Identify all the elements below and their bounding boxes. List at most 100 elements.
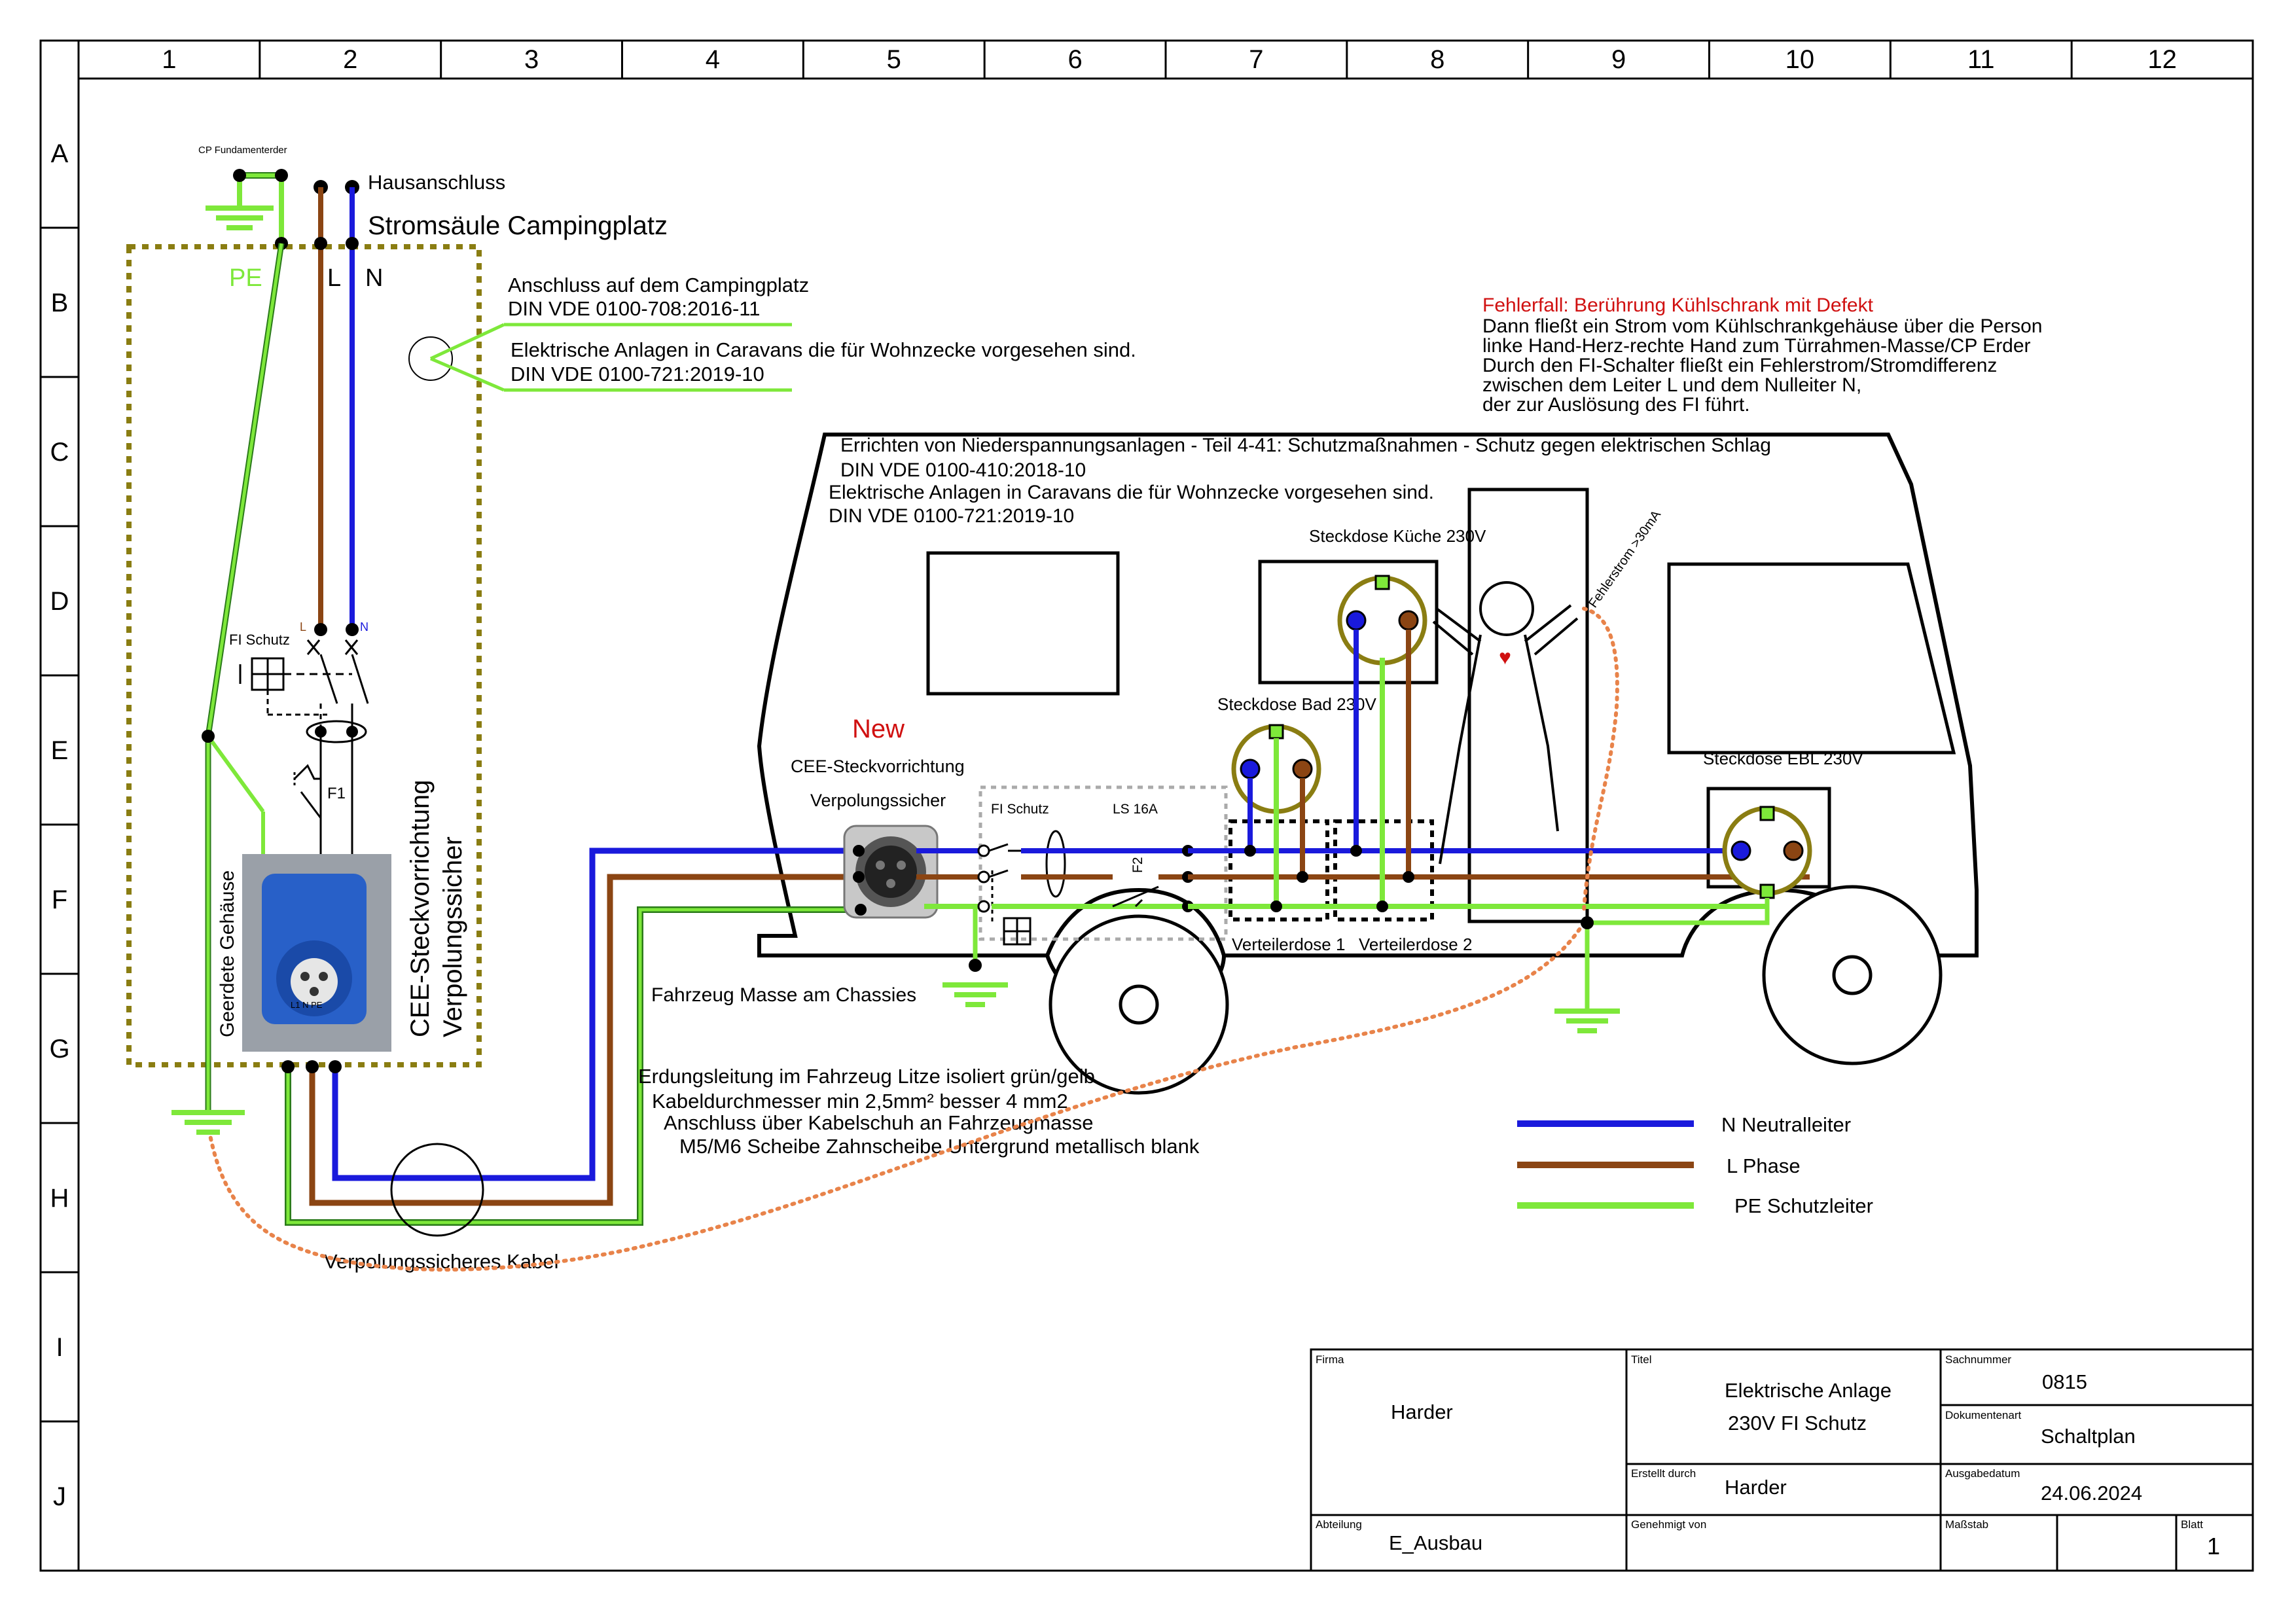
- vehicle-fi-breaker: [977, 830, 1100, 946]
- column-label-4: 4: [706, 45, 720, 74]
- row-label-J: J: [53, 1482, 66, 1511]
- cee-label-2: Verpolungssicher: [439, 836, 467, 1037]
- sachnummer-value: 0815: [2042, 1370, 2087, 1393]
- heart-icon: ♥: [1499, 645, 1511, 669]
- title-block: [1310, 1348, 2254, 1572]
- grounding-note-2: Kabeldurchmesser min 2,5mm² besser 4 mm2: [652, 1090, 1068, 1113]
- genehmigt-label: Genehmigt von: [1631, 1518, 1706, 1531]
- grounded-housing-label: Geerdete Gehäuse: [217, 870, 238, 1037]
- caravan-norm-line-2: DIN VDE 0100-721:2019-10: [511, 363, 764, 385]
- fault-line-4: zwischen dem Leiter L und dem Nulleiter …: [1482, 374, 1861, 396]
- row-label-E: E: [51, 736, 69, 765]
- column-label-2: 2: [343, 45, 357, 74]
- fault-path: [207, 607, 1619, 1272]
- rear-wheel: [1762, 885, 1943, 1065]
- legend-phase-label: L Phase: [1727, 1154, 1801, 1177]
- protection-norm-line-2: DIN VDE 0100-410:2018-10: [840, 459, 1086, 481]
- junction-2-label: Verteilerdose 2: [1359, 935, 1472, 954]
- titel-value-2: 230V FI Schutz: [1728, 1412, 1867, 1435]
- vehicle-grounds: Fahrzeug Masse am Chassies: [651, 898, 1770, 1033]
- refrigerator: [1258, 560, 1439, 685]
- abteilung-value: E_Ausbau: [1389, 1531, 1482, 1554]
- terminal-l-label: L: [300, 620, 306, 633]
- erstellt-label: Erstellt durch: [1631, 1467, 1696, 1480]
- cable-phase-wire: [309, 874, 859, 1206]
- pillar-boundary: [126, 244, 482, 1067]
- cee-socket-photo: L1 N PE: [242, 854, 391, 1052]
- campsite-norm-line-2: DIN VDE 0100-708:2016-11: [508, 297, 760, 320]
- vehicle-cee-label-2: Verpolungssicher: [810, 791, 946, 810]
- column-label-9: 9: [1611, 45, 1626, 74]
- column-label-7: 7: [1249, 45, 1263, 74]
- vehicle-distribution: New CEE-Steckvorrichtung Verpolungssiche…: [791, 715, 1228, 946]
- sachnummer-label: Sachnummer: [1945, 1353, 2011, 1366]
- column-label-6: 6: [1067, 45, 1082, 74]
- blatt-value: 1: [2207, 1533, 2220, 1560]
- fault-current-label: Fehlerstrom >30mA: [1586, 507, 1664, 610]
- norm-references: Anschluss auf dem Campingplatz DIN VDE 0…: [408, 274, 1136, 392]
- dokumentenart-label: Dokumentenart: [1945, 1409, 2022, 1421]
- grounding-note-1: Erdungsleitung im Fahrzeug Litze isolier…: [638, 1065, 1095, 1088]
- junctions: Verteilerdose 1 Verteilerdose 2 Steckdos…: [1188, 526, 1863, 954]
- supply-pillar: CP Fundamenterder Hausanschluss Stromsäu…: [126, 145, 668, 1135]
- vehicle: [757, 433, 1979, 1095]
- titel-label: Titel: [1631, 1353, 1652, 1366]
- vehicle-caravan-norm-2: DIN VDE 0100-721:2019-10: [829, 505, 1074, 527]
- row-label-D: D: [50, 587, 69, 616]
- row-label-F: F: [52, 885, 67, 914]
- ausgabedatum-label: Ausgabedatum: [1945, 1467, 2020, 1480]
- column-label-5: 5: [887, 45, 901, 74]
- pillar-title: Stromsäule Campingplatz: [368, 211, 668, 240]
- n-label: N: [365, 264, 383, 292]
- norm-reference-circle: [408, 336, 453, 381]
- cable-neutral-wire: [332, 847, 859, 1181]
- firma-value: Harder: [1391, 1400, 1453, 1423]
- title-block-text: Firma Harder Titel Elektrische Anlage 23…: [1316, 1353, 2220, 1560]
- column-label-8: 8: [1430, 45, 1444, 74]
- row-label-H: H: [50, 1184, 69, 1213]
- blatt-label: Blatt: [2181, 1518, 2203, 1531]
- house-connection-label: Hausanschluss: [368, 171, 505, 194]
- column-label-10: 10: [1785, 45, 1815, 74]
- socket-photo-text: L1 N PE: [291, 1000, 323, 1010]
- row-label-A: A: [51, 139, 69, 168]
- cable-reference-circle: [390, 1143, 484, 1237]
- socket-bath-label: Steckdose Bad 230V: [1217, 694, 1376, 714]
- campsite-norm-line-1: Anschluss auf dem Campingplatz: [508, 274, 809, 296]
- socket-ebl-label: Steckdose EBL 230V: [1703, 749, 1863, 768]
- caravan-norm-line-1: Elektrische Anlagen in Caravans die für …: [511, 338, 1136, 361]
- dokumentenart-value: Schaltplan: [2041, 1425, 2136, 1448]
- person-figure: [1432, 581, 1579, 865]
- fault-line-3: Durch den FI-Schalter fließt ein Fehlers…: [1482, 355, 1997, 376]
- protection-norm-line-1: Errichten von Niederspannungsanlagen - T…: [840, 435, 1771, 456]
- column-label-3: 3: [524, 45, 539, 74]
- fault-title: Fehlerfall: Berührung Kühlschrank mit De…: [1482, 294, 1874, 316]
- door-frame: [1467, 488, 1589, 923]
- massstab-label: Maßstab: [1945, 1518, 1988, 1531]
- pe-label: PE: [229, 264, 262, 292]
- erstellt-value: Harder: [1725, 1476, 1787, 1499]
- column-label-11: 11: [1967, 45, 1995, 74]
- vehicle-caravan-norm-1: Elektrische Anlagen in Caravans die für …: [829, 482, 1434, 503]
- new-label: New: [852, 715, 905, 743]
- grounding-note-3: Anschluss über Kabelschuh an Fahrzeugmas…: [664, 1111, 1094, 1134]
- pillar-fi-label: FI Schutz: [229, 632, 290, 648]
- fault-line-1: Dann fließt ein Strom vom Kühlschrankgeh…: [1482, 315, 2042, 337]
- row-label-C: C: [50, 438, 69, 467]
- row-label-I: I: [56, 1333, 63, 1362]
- titel-value-1: Elektrische Anlage: [1725, 1379, 1892, 1402]
- vehicle-body: [757, 433, 1979, 957]
- abteilung-label: Abteilung: [1316, 1518, 1362, 1531]
- socket-kitchen-label: Steckdose Küche 230V: [1309, 526, 1486, 546]
- ausgabedatum-value: 24.06.2024: [2041, 1482, 2142, 1505]
- fault-explanation: Fehlerfall: Berührung Kühlschrank mit De…: [1482, 294, 2042, 416]
- legend-pe-label: PE Schutzleiter: [1734, 1194, 1873, 1217]
- cp-ground-label: CP Fundamenterder: [198, 145, 287, 156]
- row-label-G: G: [49, 1035, 69, 1063]
- legend-neutral-label: N Neutralleiter: [1721, 1113, 1851, 1136]
- fault-line-2: linke Hand-Herz-rechte Hand zum Türrahme…: [1482, 335, 2031, 357]
- vehicle-norm-references: Errichten von Niederspannungsanlagen - T…: [829, 435, 1771, 527]
